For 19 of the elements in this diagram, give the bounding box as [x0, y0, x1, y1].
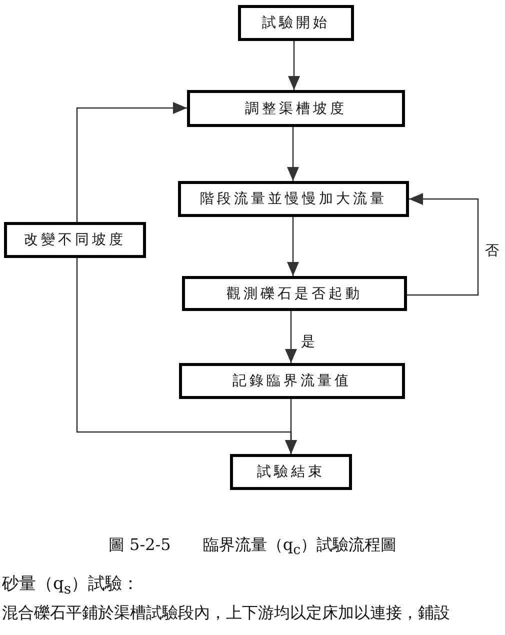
edge-label: 是 — [300, 334, 316, 350]
process-box: 試驗開始 — [238, 5, 354, 41]
process-box: 觀測礫石是否起動 — [182, 276, 407, 311]
process-box: 記錄臨界流量值 — [179, 363, 405, 399]
arrow — [288, 41, 300, 90]
process-box: 調整渠槽坡度 — [187, 90, 405, 127]
body-text: 砂量（q$_{s}$）試驗： — [2, 573, 140, 598]
arrow — [285, 311, 297, 363]
body-text: 混合礫石平鋪於渠槽試驗段內，上下游均以定床加以連接，鋪設 — [2, 603, 450, 624]
process-box: 改變不同坡度 — [4, 222, 146, 258]
process-box: 試驗結束 — [230, 454, 352, 490]
arrow — [76, 102, 187, 222]
arrow — [287, 127, 299, 181]
arrow — [407, 193, 479, 296]
arrow — [287, 217, 299, 276]
arrow — [76, 258, 297, 454]
process-box: 階段流量並慢慢加大流量 — [178, 181, 409, 217]
edge-label: 否 — [484, 243, 500, 259]
caption: 圖 5-2-5 臨界流量（q$_{c}$）試驗流程圖 — [107, 535, 398, 558]
